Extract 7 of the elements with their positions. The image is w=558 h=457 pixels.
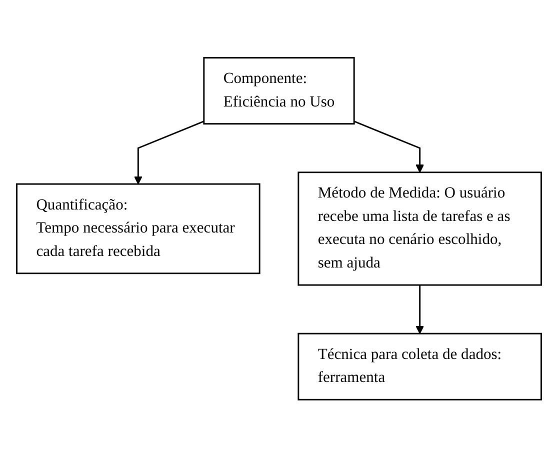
process-box: Técnica para coleta de dados: ferramenta (298, 332, 542, 400)
process-box: Método de Medida: O usuário recebe uma lista de tarefas e as executa no cenário escolhido, sem ajuda (298, 171, 542, 286)
process-box: Componente: Eficiência no Uso (203, 56, 355, 124)
arrow (354, 120, 424, 173)
arrow (134, 120, 204, 184)
process-box: Quantificação: Tempo necessário para executar cada tarefa recebida (16, 183, 260, 274)
arrow (416, 284, 424, 334)
